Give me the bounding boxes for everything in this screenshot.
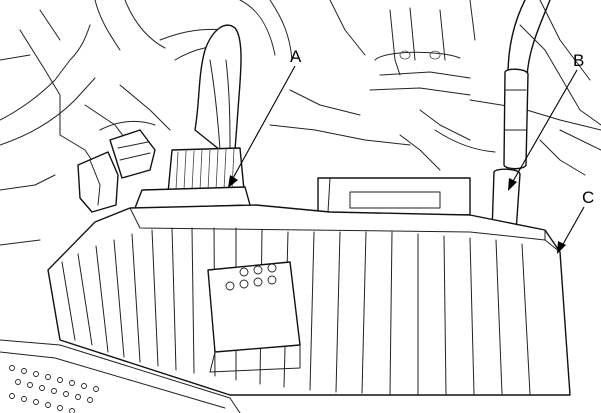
callout-a-label: A (290, 47, 302, 66)
harness-a (134, 24, 251, 231)
lower-panel (0, 339, 241, 413)
callout-c: C (557, 188, 594, 254)
callout-a-arrow-icon (228, 175, 238, 188)
callout-b-label: B (573, 51, 584, 70)
perforation-holes (9, 365, 99, 413)
callout-b-leader (511, 69, 578, 184)
callout-c-leader (561, 206, 585, 247)
callout-a-leader (231, 65, 296, 181)
cable-b (491, 0, 551, 239)
background-body-structure (0, 0, 601, 246)
side-connector (77, 120, 156, 213)
component-c-module (47, 177, 571, 396)
callout-b-arrow-icon (508, 178, 517, 191)
callout-b: B (508, 51, 584, 191)
callout-c-arrow-icon (557, 241, 566, 254)
callout-a: A (228, 47, 302, 188)
callout-c-label: C (582, 188, 594, 207)
